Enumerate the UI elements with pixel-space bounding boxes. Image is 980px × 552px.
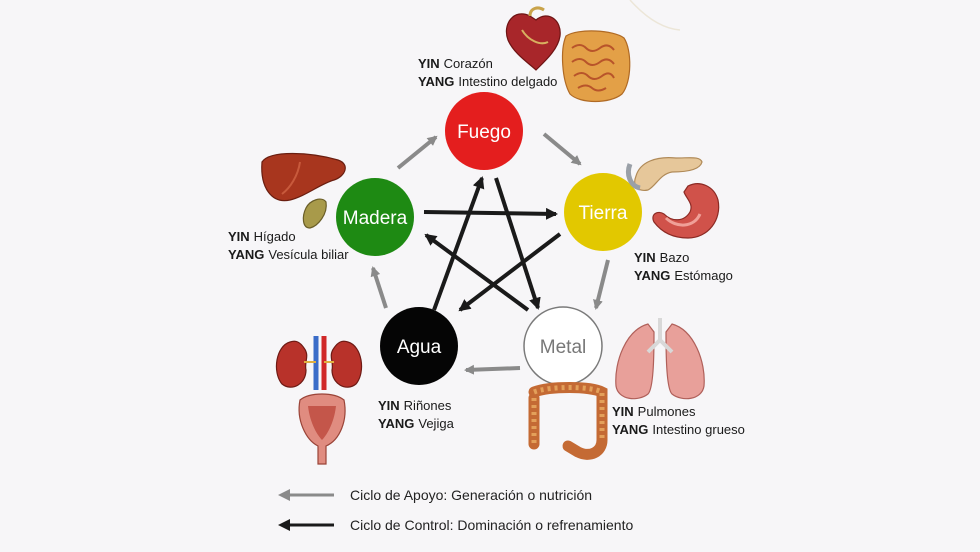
yin-label: YIN — [418, 56, 440, 71]
yin-organ: Corazón — [443, 56, 493, 71]
element-label-agua: Agua — [397, 337, 442, 358]
element-tierra: Tierra — [564, 173, 642, 251]
yang-organ: Vesícula biliar — [268, 247, 349, 262]
gallbladder-icon — [302, 198, 327, 229]
yang-organ: Intestino delgado — [458, 74, 558, 89]
yang-organ: Intestino grueso — [652, 422, 745, 437]
heart-icon — [505, 6, 561, 71]
support-arrow-metal-agua — [464, 364, 521, 375]
yin-organ: Riñones — [403, 398, 452, 413]
yin-label: YIN — [378, 398, 400, 413]
control-arrow-icon — [278, 519, 334, 531]
legend-control: Ciclo de Control: Dominación o refrenami… — [276, 517, 633, 533]
control-arrow-agua-fuego — [432, 176, 485, 311]
support-arrow-madera-fuego — [396, 135, 438, 170]
yang-label: YANG — [612, 422, 649, 437]
pancreas-icon — [625, 157, 703, 191]
kidneys-icon — [275, 336, 363, 390]
element-label-madera: Madera — [343, 208, 408, 229]
yang-organ: Vejiga — [418, 416, 454, 431]
control-arrow-fuego-metal — [494, 177, 541, 310]
element-label-metal: Metal — [540, 337, 586, 358]
yin-organ: Hígado — [253, 229, 296, 244]
control-arrow-madera-tierra — [423, 207, 558, 220]
yin-label: YIN — [228, 229, 250, 244]
legend-support-text: Ciclo de Apoyo: Generación o nutrición — [350, 487, 593, 503]
yin-label: YIN — [612, 404, 634, 419]
yang-label: YANG — [418, 74, 455, 89]
legend-control-text: Ciclo de Control: Dominación o refrenami… — [350, 517, 634, 533]
yang-organ: Estómago — [674, 268, 733, 283]
support-arrow-fuego-tierra — [542, 132, 582, 166]
yin-organ: Bazo — [659, 250, 690, 265]
element-label-tierra: Tierra — [579, 203, 628, 224]
legend-support: Ciclo de Apoyo: Generación o nutrición — [276, 487, 592, 503]
yang-label: YANG — [634, 268, 671, 283]
decorative-arc — [629, 0, 681, 31]
stomach-icon — [652, 183, 720, 239]
small-intestine-icon — [561, 30, 631, 103]
lungs-icon — [615, 318, 705, 400]
support-arrow-agua-madera — [370, 266, 388, 309]
element-agua: Agua — [380, 307, 458, 385]
bladder-icon — [298, 393, 346, 465]
yin-organ: Pulmones — [637, 404, 696, 419]
yin-label: YIN — [634, 250, 656, 265]
element-label-fuego: Fuego — [457, 122, 511, 143]
element-madera: Madera — [336, 178, 414, 256]
control-cycle-arrows — [423, 176, 562, 312]
liver-icon — [261, 152, 346, 202]
yang-label: YANG — [378, 416, 415, 431]
support-arrow-icon — [278, 489, 334, 501]
control-arrow-tierra-agua — [458, 232, 562, 312]
yang-label: YANG — [228, 247, 265, 262]
element-metal: Metal — [523, 306, 603, 386]
control-arrow-metal-madera — [424, 233, 530, 312]
element-fuego: Fuego — [445, 92, 523, 170]
large-intestine-icon — [528, 382, 608, 460]
support-arrow-tierra-metal — [593, 259, 610, 310]
support-cycle-arrows — [370, 132, 610, 375]
